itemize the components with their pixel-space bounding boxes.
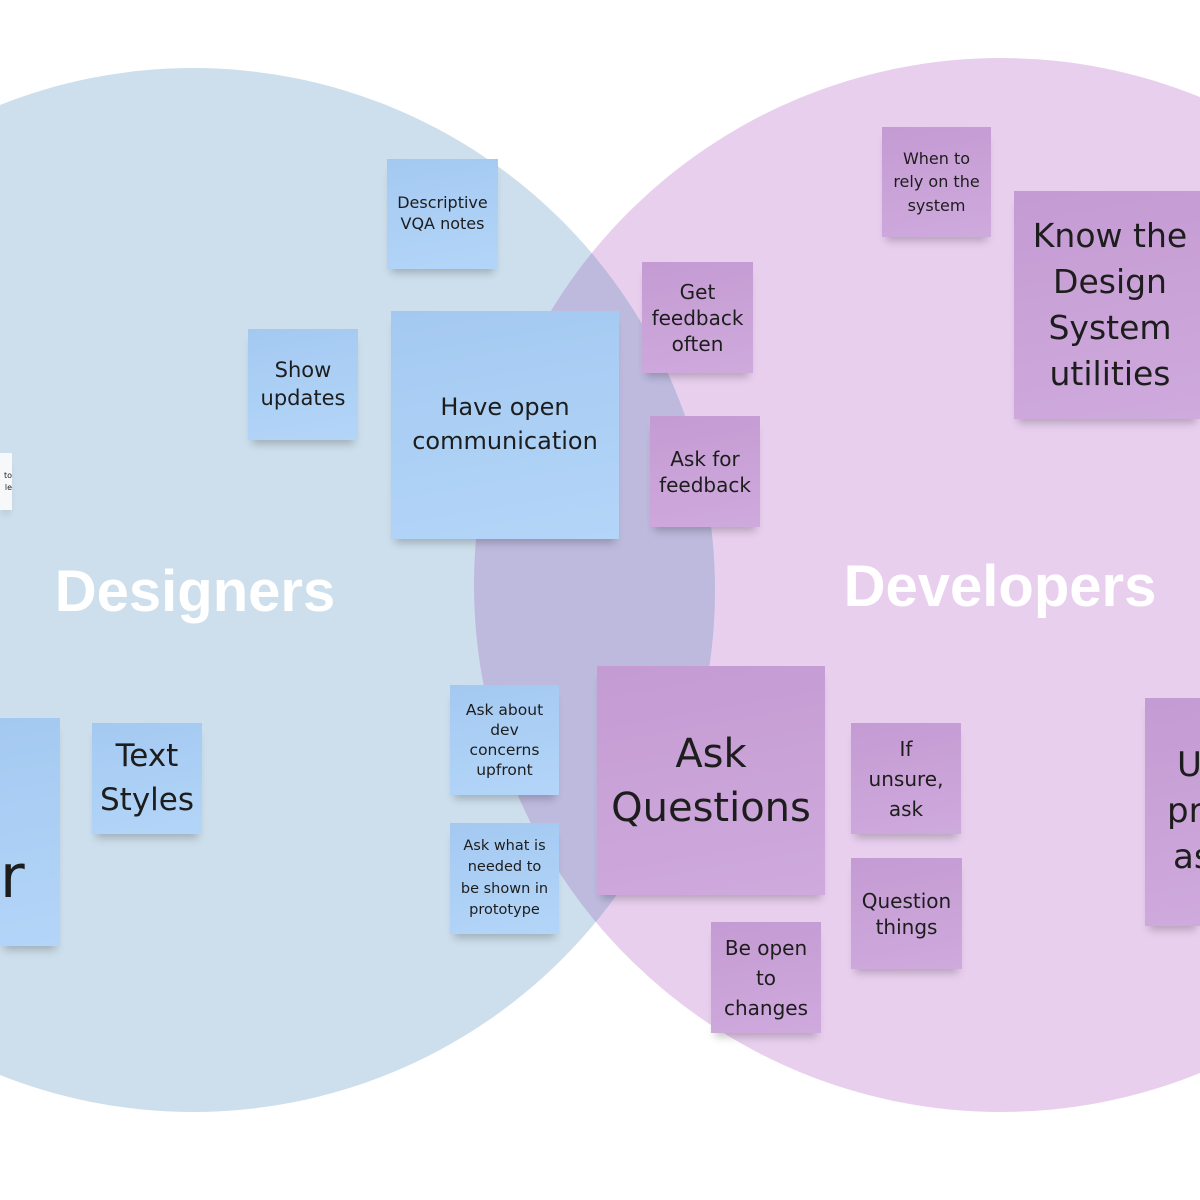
note-text: unsure,: [868, 766, 944, 791]
sticky-note-if-unsure[interactable]: If unsure, ask: [851, 723, 961, 834]
note-text: Show: [274, 358, 332, 383]
note-text: rely on the: [893, 172, 980, 192]
sticky-note-open-communication[interactable]: Have open communication: [391, 311, 619, 539]
developers-label: Developers: [843, 554, 1157, 619]
note-text: changes: [723, 995, 809, 1020]
note-text: feedback: [659, 472, 751, 497]
note-text: as: [1173, 836, 1200, 877]
note-text: ask: [888, 796, 924, 821]
note-text: Descriptive: [397, 193, 488, 213]
note-text: Have open: [440, 393, 570, 422]
note-text: Ask what is: [463, 838, 546, 855]
note-text: needed to: [467, 859, 542, 876]
note-text: prototype: [469, 901, 540, 918]
note-text: If: [899, 736, 913, 761]
note-text: Be open: [724, 935, 808, 960]
note-text: U: [1177, 745, 1200, 786]
note-text: concerns: [469, 741, 540, 759]
note-text: communication: [412, 427, 598, 455]
note-text: r: [0, 842, 25, 912]
sticky-note-open-to-changes[interactable]: Be open to changes: [711, 922, 821, 1033]
sticky-note-ask-prototype[interactable]: Ask what is needed to be shown in prototype: [450, 823, 559, 934]
note-text: to: [3, 471, 12, 481]
note-text: dev: [490, 720, 519, 739]
sticky-note-partial-right[interactable]: Upras: [1145, 698, 1200, 926]
note-text: Ask for: [670, 446, 740, 471]
note-text: feedback: [651, 305, 744, 330]
note-text: to: [755, 965, 777, 990]
sticky-note-partial-blue[interactable]: r: [0, 718, 60, 946]
sticky-note-rely-on-system[interactable]: When to rely on the system: [882, 127, 991, 237]
note-text: Design: [1053, 261, 1167, 301]
note-text: Know the: [1032, 215, 1188, 255]
note-text: pr: [1167, 791, 1200, 832]
note-text: Ask about: [465, 700, 544, 719]
note-text: be shown in: [460, 880, 549, 897]
note-text: updates: [260, 385, 346, 410]
note-text: system: [907, 195, 966, 215]
note-text: Get: [679, 279, 716, 304]
note-text: Questions: [611, 784, 811, 831]
note-text: VQA notes: [400, 214, 485, 233]
note-text: upfront: [476, 761, 533, 780]
note-text: Text: [115, 738, 179, 775]
designers-label: Designers: [54, 559, 336, 624]
note-text: things: [875, 914, 938, 939]
note-text: When to: [902, 149, 971, 169]
note-text: utilities: [1049, 354, 1171, 394]
note-text: Ask: [675, 730, 747, 777]
note-text: often: [671, 331, 724, 356]
note-text: Styles: [99, 781, 194, 818]
note-text: le: [4, 482, 12, 492]
note-text: Question: [861, 888, 952, 913]
note-text: System: [1048, 308, 1172, 347]
